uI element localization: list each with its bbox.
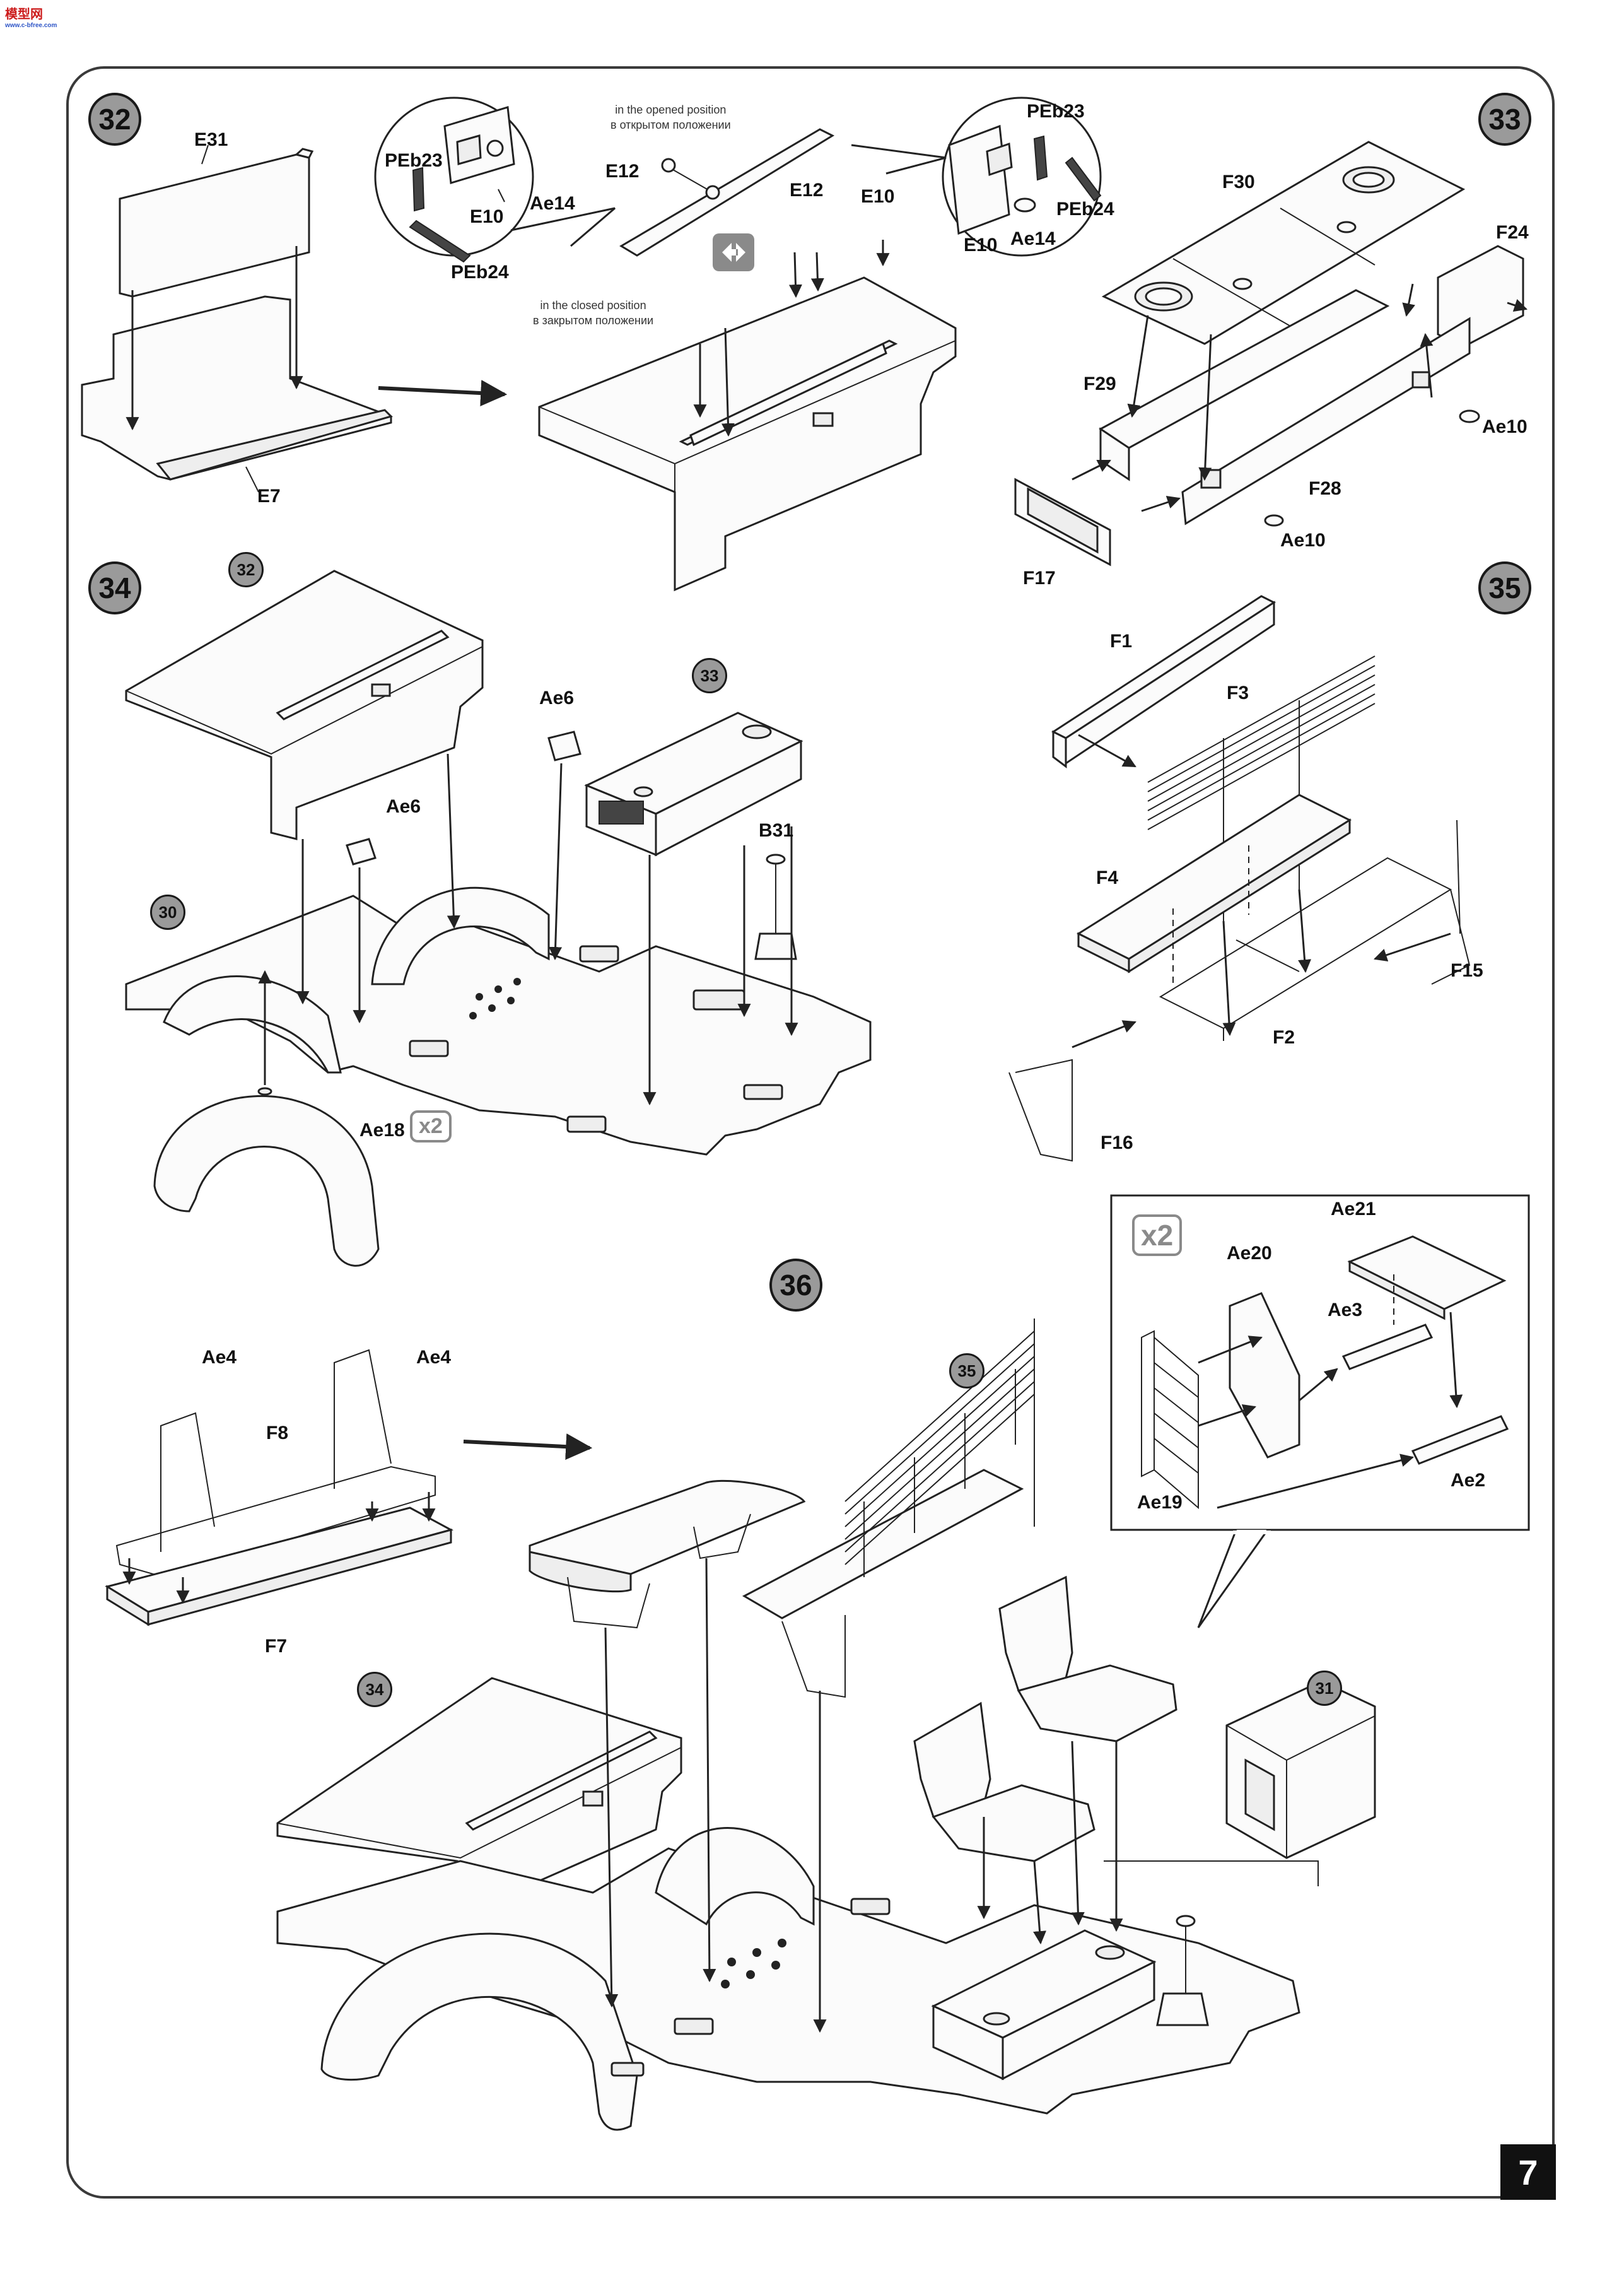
part-f8	[115, 1465, 436, 1578]
note-opened-position: in the opened position в открытом положе…	[610, 102, 731, 132]
label-ae6-left: Ae6	[386, 796, 421, 817]
part-ae6-right	[547, 731, 581, 761]
label-f16: F16	[1101, 1132, 1133, 1153]
label-e10-open: E10	[470, 206, 504, 227]
part-ae4-left	[160, 1412, 215, 1552]
label-ae19: Ae19	[1137, 1492, 1183, 1513]
ref-circle-34: 34	[357, 1672, 392, 1707]
wheel-arch-front	[320, 1932, 638, 2131]
part-35-backrest	[844, 1319, 1035, 1577]
wheel-arch-rear	[371, 886, 550, 985]
label-f29: F29	[1084, 373, 1116, 394]
step-number-35: 35	[1478, 561, 1531, 614]
watermark-subtext: www.c-bfree.com	[5, 22, 57, 29]
step-number-36: 36	[769, 1259, 822, 1312]
label-f3: F3	[1227, 683, 1249, 703]
page-frame	[66, 66, 1555, 2199]
label-e10-box: E10	[861, 186, 895, 207]
part-e12-opened	[619, 128, 835, 257]
label-ae14-closed: Ae14	[1010, 228, 1056, 249]
label-e31: E31	[194, 129, 228, 150]
label-f8: F8	[266, 1423, 289, 1443]
part-seat-cushion-left	[932, 1784, 1095, 1862]
note-opened-en: in the opened position	[615, 103, 727, 116]
part-f28	[1181, 317, 1471, 526]
part-ae2	[1411, 1415, 1509, 1465]
step33-drawing	[851, 97, 1528, 567]
label-b31: B31	[759, 820, 794, 841]
label-ae20: Ae20	[1227, 1243, 1272, 1264]
part-f16	[1008, 1059, 1073, 1162]
part-f1	[1051, 595, 1276, 739]
ref-circle-35: 35	[949, 1353, 984, 1389]
label-ae10-right: Ae10	[1482, 416, 1528, 437]
label-f2: F2	[1273, 1027, 1295, 1048]
label-e12-top: E12	[605, 161, 640, 182]
part-e31	[119, 153, 310, 298]
note-closed-position: in the closed position в закрытом положе…	[533, 298, 653, 328]
watermark-text: 模型网	[5, 8, 43, 21]
part-b31	[754, 932, 797, 960]
page-number: 7	[1500, 2144, 1556, 2200]
label-ae10-bottom: Ae10	[1280, 530, 1326, 551]
label-f28: F28	[1309, 478, 1341, 499]
part-floor-30	[125, 895, 872, 1156]
label-ae21: Ae21	[1331, 1199, 1376, 1219]
label-ae4-right: Ae4	[416, 1347, 452, 1368]
ref-circle-32: 32	[228, 552, 264, 587]
step-number-33: 33	[1478, 93, 1531, 146]
part-assembly-34	[276, 1677, 682, 1944]
label-ae18: Ae18	[359, 1120, 405, 1141]
label-peb24-closed: PEb24	[1056, 199, 1114, 220]
label-f24: F24	[1496, 222, 1529, 243]
multiplier-x2-ae18: x2	[410, 1110, 452, 1142]
label-f30: F30	[1222, 172, 1255, 192]
label-ae6-right: Ae6	[539, 688, 575, 708]
step36-drawing	[105, 1319, 1376, 2131]
label-ae2: Ae2	[1451, 1470, 1486, 1491]
part-ae3	[1341, 1324, 1434, 1370]
part-f24	[1437, 245, 1524, 348]
part-ae6-left	[346, 838, 377, 866]
label-f7: F7	[265, 1636, 288, 1657]
part-seat-back-right	[998, 1575, 1073, 1692]
label-e12-mid: E12	[790, 180, 824, 201]
label-peb24-open: PEb24	[451, 262, 509, 283]
label-ae14-open: Ae14	[530, 193, 575, 214]
multiplier-x2-seat: x2	[1132, 1214, 1183, 1256]
label-ae4-left: Ae4	[202, 1347, 237, 1368]
label-e10-closed: E10	[964, 235, 998, 255]
step-number-34: 34	[88, 561, 141, 614]
ref-circle-31: 31	[1307, 1671, 1342, 1706]
step34-drawing	[125, 570, 872, 1267]
part-f7	[105, 1507, 454, 1613]
ref-circle-33: 33	[692, 658, 727, 693]
label-peb23-closed: PEb23	[1027, 101, 1085, 122]
inset-seat-box	[1110, 1194, 1530, 1628]
label-f17: F17	[1023, 568, 1056, 589]
part-ae18	[153, 1095, 380, 1267]
part-f4	[1076, 794, 1352, 960]
step-number-32: 32	[88, 93, 141, 146]
note-closed-en: in the closed position	[540, 299, 646, 312]
ref-circle-30: 30	[150, 895, 185, 930]
part-ae4-right	[334, 1349, 392, 1489]
step32-drawing	[81, 97, 957, 592]
note-opened-ru: в открытом положении	[610, 119, 731, 131]
note-closed-ru: в закрытом положении	[533, 314, 654, 327]
label-ae3: Ae3	[1328, 1300, 1363, 1320]
label-peb23-open: PEb23	[385, 150, 443, 171]
part-f30	[1101, 141, 1466, 345]
watermark-logo: 模型网 www.c-bfree.com	[5, 4, 57, 29]
step35-drawing	[1008, 595, 1471, 1162]
label-e7: E7	[257, 486, 281, 507]
part-seat-cushion-right	[1017, 1664, 1177, 1742]
part-ae19	[1141, 1330, 1199, 1510]
label-f4: F4	[1096, 867, 1119, 888]
label-f1: F1	[1110, 631, 1133, 652]
part-f15	[1431, 889, 1471, 985]
label-f15: F15	[1451, 960, 1483, 981]
